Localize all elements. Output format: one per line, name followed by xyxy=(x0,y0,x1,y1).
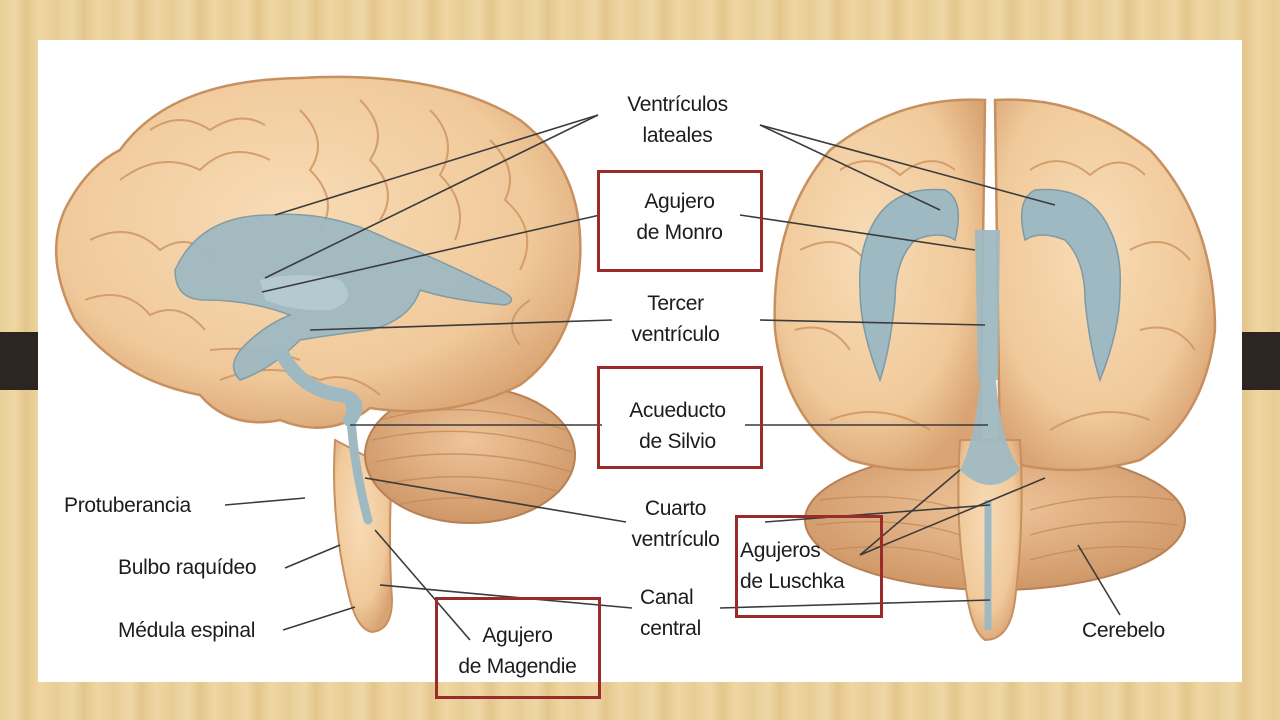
label-bulbo-raquideo: Bulbo raquídeo xyxy=(118,556,257,579)
label-line: ventrículo xyxy=(631,528,720,551)
label-line: ventrículo xyxy=(631,323,720,346)
label-line: de Monro xyxy=(636,221,723,244)
label-agujero-magendie: Agujero de Magendie xyxy=(440,620,595,682)
label-line: central xyxy=(640,617,701,640)
label-ventriculos-laterales: Ventrículos lateales xyxy=(610,89,745,151)
label-line: de Luschka xyxy=(740,570,845,593)
label-line: Agujero xyxy=(482,624,553,647)
label-cerebelo: Cerebelo xyxy=(1082,619,1165,642)
label-line: Acueducto xyxy=(629,399,726,422)
label-canal-central: Canal central xyxy=(640,582,701,644)
label-medula-espinal: Médula espinal xyxy=(118,619,256,642)
label-line: Agujero xyxy=(644,190,715,213)
label-line: Ventrículos xyxy=(627,93,728,116)
label-line: de Magendie xyxy=(458,655,577,678)
label-line: de Silvio xyxy=(639,430,716,453)
decorative-bar-left xyxy=(0,332,40,390)
highlight-box-luschka xyxy=(735,515,883,618)
label-tercer-ventriculo: Tercer ventrículo xyxy=(608,288,743,350)
label-line: Canal xyxy=(640,586,694,609)
decorative-bar-right xyxy=(1240,332,1280,390)
label-cuarto-ventriculo: Cuarto ventrículo xyxy=(608,493,743,555)
highlight-box-silvio xyxy=(597,366,763,469)
label-protuberancia: Protuberancia xyxy=(64,494,191,517)
label-line: lateales xyxy=(642,124,713,147)
leader-lines xyxy=(224,114,1121,641)
label-acueducto-silvio: Acueducto de Silvio xyxy=(605,395,750,457)
label-line: Cuarto xyxy=(644,497,707,520)
highlight-box-monro xyxy=(597,170,763,272)
posterior-brain-view xyxy=(773,98,1217,642)
label-line: Agujeros xyxy=(740,539,821,562)
highlight-box-magendie xyxy=(435,597,601,699)
label-agujeros-luschka: Agujeros de Luschka xyxy=(740,535,845,597)
lateral-brain-view xyxy=(55,75,582,634)
label-line: Tercer xyxy=(647,292,704,315)
label-agujero-monro: Agujero de Monro xyxy=(612,186,747,248)
